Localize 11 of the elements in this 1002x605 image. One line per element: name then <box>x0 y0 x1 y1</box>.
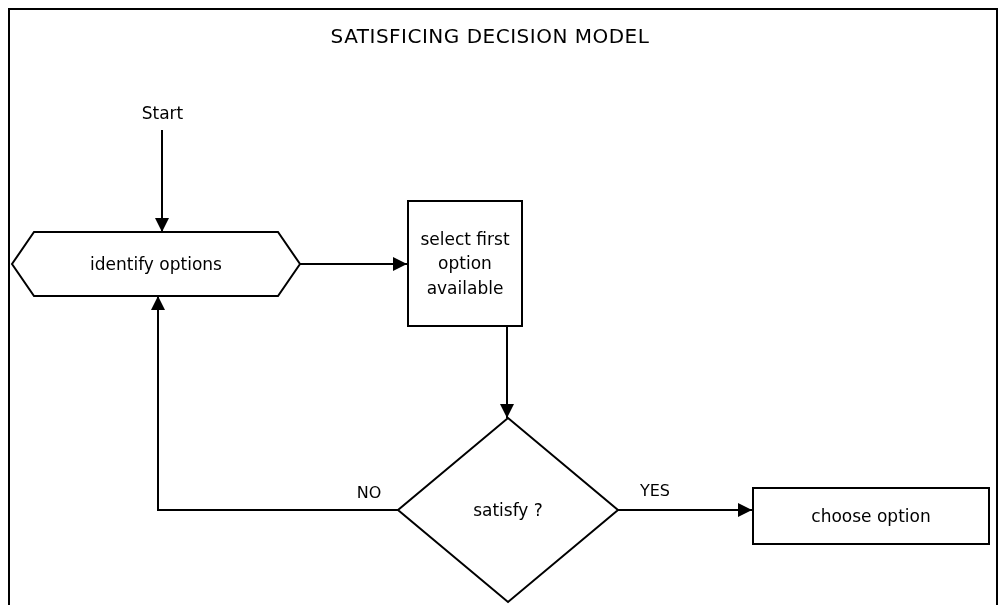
decision-diamond: satisfy ? <box>398 418 618 602</box>
arrow <box>617 503 753 517</box>
arrow <box>151 295 399 511</box>
start-label: Start <box>125 96 200 130</box>
arrow <box>155 129 169 233</box>
diagram-title: SATISFICING DECISION MODEL <box>329 24 651 48</box>
process-box: select first option available <box>407 200 523 327</box>
arrow <box>500 326 514 419</box>
arrow <box>299 257 408 271</box>
process-box: choose option <box>752 487 990 545</box>
terminator-shape: identify options <box>12 232 300 296</box>
